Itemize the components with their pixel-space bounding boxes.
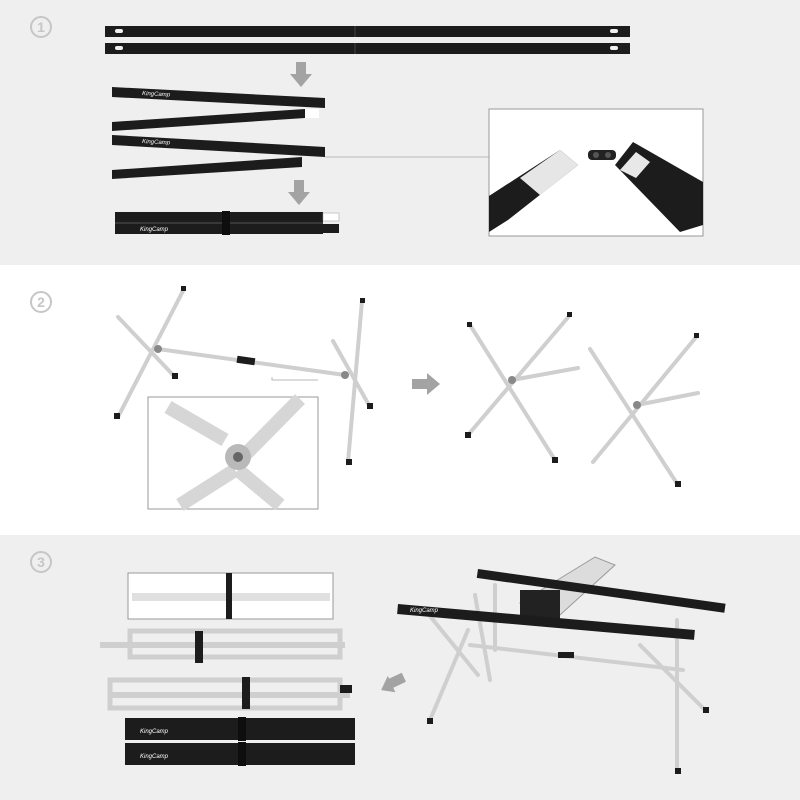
arrow-right-icon [412,373,440,395]
step-3-badge: 3 [30,551,52,573]
joint-detail-inset [147,394,319,511]
assembled-table: KingCamp [397,556,726,774]
arrow-down-icon [288,180,310,205]
svg-text:KingCamp: KingCamp [140,754,169,760]
svg-text:KingCamp: KingCamp [410,608,439,614]
tabletop-panel-packed [127,572,334,620]
x-frames-separated [466,313,700,487]
folded-bar-stack: KingCamp [115,211,340,235]
detail-leader-line [271,377,318,381]
arrow-down-icon [290,62,312,87]
folded-x-frame-b [107,677,352,711]
arrow-left-icon [381,672,406,693]
frame-feet [114,286,373,465]
folded-x-frame-a [100,628,345,663]
step-3-panel: 3 Kin [0,535,800,800]
long-bar-bottom [105,43,630,54]
svg-text:KingCamp: KingCamp [140,729,169,735]
step-1-badge: 1 [30,16,52,38]
frame-feet [465,312,699,487]
step-2-panel: 2 [0,265,800,535]
step-1-panel: 1 [0,0,800,265]
svg-text:KingCamp: KingCamp [142,91,171,98]
step-3-illustration: KingCamp KingCamp [100,556,726,774]
hinge-detail-inset [488,108,704,237]
step-2-badge: 2 [30,291,52,313]
step-2-illustration [114,286,700,511]
long-bar-top [105,26,630,37]
svg-text:KingCamp: KingCamp [140,227,169,233]
svg-text:KingCamp: KingCamp [142,139,171,146]
folding-bar-segments: KingCamp KingCamp [112,87,325,179]
folded-bar-stack: KingCamp KingCamp [125,717,355,766]
step-1-illustration: KingCamp KingCamp KingCamp [105,26,704,237]
